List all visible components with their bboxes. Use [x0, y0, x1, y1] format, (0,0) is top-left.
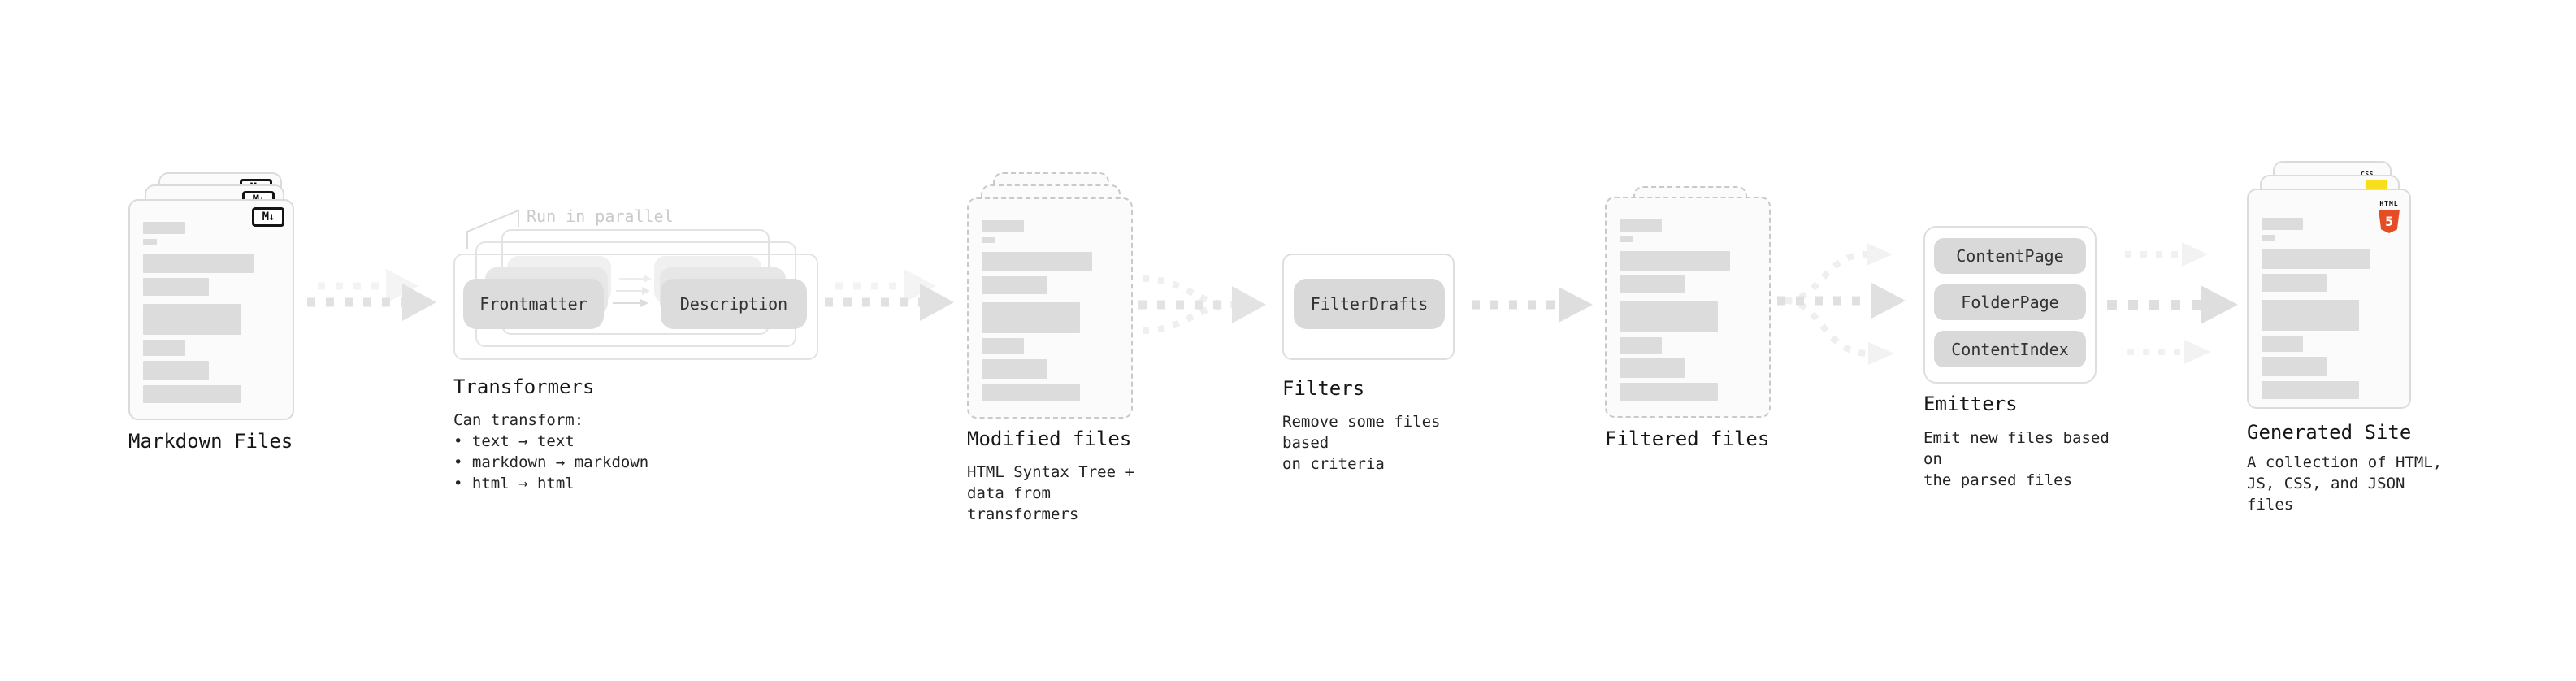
arrows-emitters-to-generated [2107, 242, 2238, 364]
generated-doc-front: HTML 5 [2247, 189, 2411, 409]
stage-details: HTML Syntax Tree + data from transformer… [967, 463, 1134, 523]
transformer-card-front [453, 254, 818, 360]
stage-filtered-files: Filtered files [1605, 186, 1800, 495]
stage-details: Can transform: • text → text • markdown … [453, 411, 649, 492]
markdown-doc-front: M↓ [128, 199, 294, 420]
filtered-doc-front [1605, 197, 1771, 418]
stage-label: Filtered files [1605, 427, 1770, 450]
arrow-merge-modified-to-filters [1138, 275, 1266, 334]
arrow-transformers-to-modified [825, 269, 954, 321]
arrow-markdown-to-transformers [307, 269, 436, 321]
stage-details: A collection of HTML, JS, CSS, and JSON … [2247, 453, 2443, 514]
stage-markdown-files: M↓ M↓ M↓ Markdown Files [128, 161, 323, 502]
emitter-pill-contentindex: ContentIndex [1934, 331, 2086, 367]
stage-label: Filters [1282, 377, 1365, 400]
stage-generated-site: CSS HTML 5 Generated Site A [2247, 161, 2458, 514]
doc-skeleton [1620, 219, 1756, 401]
doc-skeleton [982, 220, 1118, 401]
stage-filters: FilterDrafts Filters Remove some files b… [1282, 254, 1477, 497]
run-in-parallel-note: Run in parallel [527, 206, 674, 226]
html5-icon: HTML 5 [2377, 193, 2401, 233]
stage-modified-files: Modified files HTML Syntax Tree + data f… [967, 172, 1162, 523]
filter-pill-filterdrafts: FilterDrafts [1294, 279, 1445, 329]
doc-skeleton [2262, 218, 2396, 399]
transformer-pill-frontmatter: Frontmatter [463, 279, 604, 329]
stage-transformers: Run in parallel Frontmatter Description … [453, 202, 827, 510]
stage-label: Transformers [453, 375, 595, 398]
modified-doc-front [967, 197, 1133, 419]
stage-label: Markdown Files [128, 430, 293, 453]
arrow-fanout-filtered-to-emitters [1777, 243, 1906, 365]
stage-details: Remove some files based on criteria [1282, 413, 1441, 473]
stage-label: Emitters [1923, 393, 2018, 415]
markdown-icon: M↓ [252, 207, 284, 227]
doc-skeleton [143, 222, 280, 403]
stage-details: Emit new files based on the parsed files [1923, 429, 2110, 489]
filters-box [1282, 254, 1455, 360]
parallel-arrows-icon [613, 275, 652, 307]
stage-label: Generated Site [2247, 421, 2412, 444]
note-connector-line [466, 209, 519, 249]
stage-label: Modified files [967, 427, 1132, 450]
stage-emitters: ContentPage FolderPage ContentIndex Emit… [1923, 226, 2118, 494]
emitter-pill-folderpage: FolderPage [1934, 284, 2086, 320]
emitters-box [1923, 226, 2097, 384]
emitter-pill-contentpage: ContentPage [1934, 238, 2086, 274]
arrow-filters-to-filtered [1472, 287, 1593, 323]
transformer-pill-description: Description [661, 279, 807, 329]
